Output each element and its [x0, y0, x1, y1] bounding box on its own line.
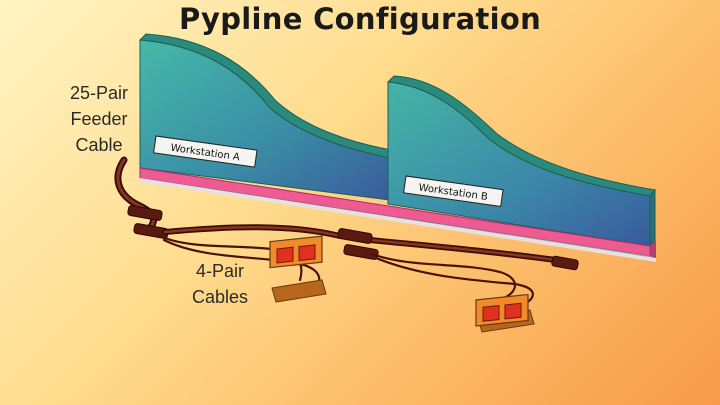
- mid-connector-1: [337, 228, 373, 244]
- raceway-end: [650, 240, 656, 258]
- feeder-cable-label: 25-Pair Feeder Cable: [58, 80, 140, 158]
- outlet-b-jack-1: [482, 305, 500, 322]
- mid-connectors: [337, 228, 579, 271]
- workstation-a-tag-box: [153, 135, 258, 168]
- workstation-b-end-cap: [649, 188, 656, 248]
- end-connector: [551, 255, 579, 271]
- workstation-b-panel: [386, 75, 656, 248]
- mid-connector-2: [343, 244, 379, 260]
- four-pair-cables-b: [370, 252, 534, 308]
- outlet-b-jack-2: [504, 302, 522, 320]
- baseboard-raceway: [139, 167, 657, 262]
- outlet-a-jack-2: [298, 244, 316, 262]
- feeder-connector-1: [127, 205, 163, 221]
- workstation-b-tag-box: [403, 175, 504, 208]
- four-pair-cables-label: 4-Pair Cables: [180, 258, 260, 310]
- outlet-a-jack-1: [276, 246, 294, 264]
- trunk-cable: [162, 224, 573, 265]
- feeder-cable-label-line-3: Cable: [75, 135, 123, 155]
- four-pair-cables-label-line-1: 4-Pair: [195, 261, 244, 281]
- feeder-cable-label-line-1: 25-Pair: [69, 83, 129, 103]
- workstation-b-face: [387, 81, 651, 247]
- feeder-cable-label-line-2: Feeder: [70, 109, 128, 129]
- diagram-title: Pypline Configuration: [178, 2, 542, 36]
- outlet-b: [475, 293, 535, 333]
- raceway-base: [140, 178, 656, 262]
- outlet-a: [269, 235, 327, 303]
- feeder-connectors: [127, 205, 169, 239]
- four-pair-cables-label-line-2: Cables: [191, 287, 249, 307]
